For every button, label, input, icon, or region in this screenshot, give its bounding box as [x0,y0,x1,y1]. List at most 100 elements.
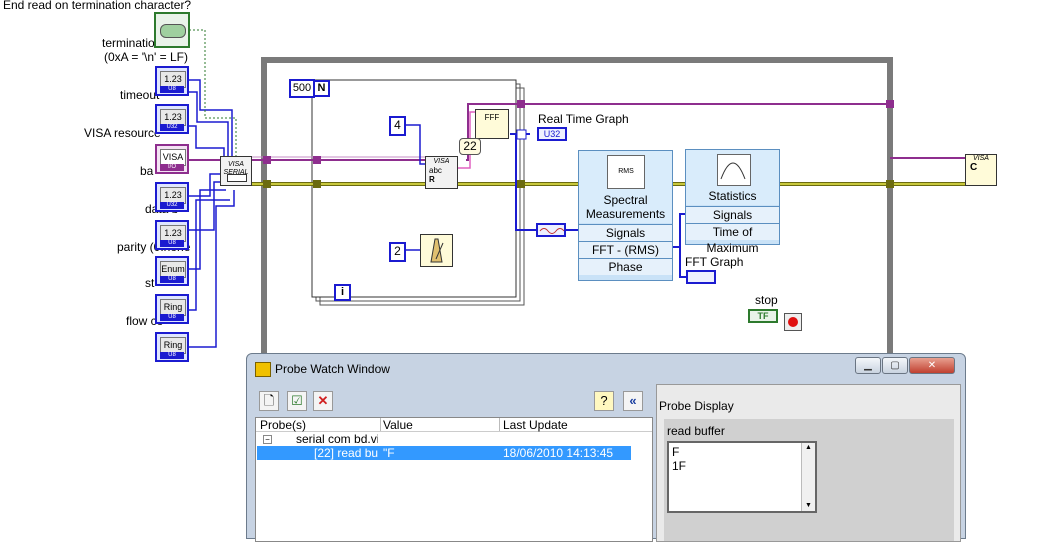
loop-count-constant[interactable]: 500 [289,79,315,98]
real-time-graph-indicator[interactable]: U32 [537,127,567,141]
baud-rate-control[interactable]: 1.23 U32 [155,182,189,212]
tree-collapse-icon[interactable]: − [263,435,272,444]
visa-close-node[interactable]: VISA C [965,154,997,186]
maximize-button[interactable]: ▢ [882,357,908,374]
stop-bits-control[interactable]: Ring U8 [155,294,189,324]
spectral-title: Spectral Measurements [585,193,666,221]
baud-label: ba [140,164,154,178]
loop-condition-terminal[interactable] [784,313,802,331]
loop-iteration-terminal: i [334,284,351,301]
column-value[interactable]: Value [383,418,413,432]
io-tag: I/O [160,164,184,171]
column-probes[interactable]: Probe(s) [260,418,307,432]
labview-icon [255,362,271,377]
visa-resource-control[interactable]: VISA I/O [155,144,189,174]
visa-close-text: VISA [973,155,989,162]
statistics-bell-curve-icon [717,154,751,186]
hex-string-to-number-node[interactable]: FFF [475,109,509,139]
probe-display-label: Probe Display [659,399,734,413]
loop-count-terminal: N [313,80,330,97]
spectrum-icon: RMS [607,155,645,189]
tunnel-visa-for-right [517,100,525,108]
visa-read-r-icon: R [429,175,435,184]
probe-last-update: 18/06/2010 14:13:45 [503,446,614,460]
control-wires [189,79,235,348]
u8-tag: U8 [160,240,184,247]
flow-control-control[interactable]: Ring U8 [155,332,189,362]
spectral-measurements-express-vi[interactable]: RMS Spectral Measurements Signals FFT - … [578,150,673,281]
wait-ms-constant[interactable]: 2 [389,242,406,262]
spectral-phase-terminal[interactable]: Phase [579,258,672,275]
timeout-label: timeout [120,88,160,102]
tree-parent-vi[interactable]: serial com bd.vi [296,432,378,446]
stop-boolean-terminal[interactable]: TF [748,309,778,323]
minimize-button[interactable]: ▁ [855,357,881,374]
u8-tag: U8 [160,314,184,321]
tunnel-error-right [886,180,894,188]
u8-tag: U8 [160,86,184,93]
visa-serial-text: VISA SERIAL [223,161,249,176]
timeout-ms-control[interactable]: 1.23 U32 [155,104,189,134]
bytes-to-read-constant[interactable]: 4 [389,116,406,136]
stop-label: stop [755,293,778,307]
column-last-update[interactable]: Last Update [503,418,568,432]
delete-probe-icon[interactable]: ✕ [313,391,333,411]
close-button[interactable]: ✕ [909,357,955,374]
u8-tag: U8 [160,276,184,283]
end-read-boolean-control[interactable] [154,12,190,48]
visa-resource-label: VISA resource [84,126,161,140]
selected-probe-row[interactable]: [22] read bu "F 18/06/2010 14:13:45 [257,446,631,460]
tunnel-visa-for [313,156,321,164]
wait-ms-node[interactable] [420,234,453,267]
probe-watch-window[interactable]: Probe Watch Window ▁ ▢ ✕ 🗋 ☑ ✕ ? « Probe… [246,353,966,542]
probe-list[interactable]: Probe(s) Value Last Update − serial com … [255,417,653,542]
read-buffer-line-2: 1F [672,459,687,473]
window-title: Probe Watch Window [275,362,390,376]
help-icon[interactable]: ? [594,391,614,411]
read-buffer-scrollbar[interactable]: ▲ ▼ [801,443,815,511]
statistics-signals-terminal[interactable]: Signals [686,206,779,223]
serial-port-icon [227,174,247,182]
fff-icon: FFF [484,113,500,122]
probe-name: [22] read bu [314,446,379,460]
visa-read-text: VISA [433,158,450,165]
visa-resource-wire [189,103,965,161]
tunnel-error-for [313,180,321,188]
statistics-time-of-maximum-terminal[interactable]: Time of Maximum [686,223,779,255]
probe-display-area: read buffer F 1F ▲ ▼ [664,419,954,541]
collapse-panel-icon[interactable]: « [623,391,643,411]
tunnel-array-indexing [516,129,527,140]
visa-read-node[interactable]: VISA abc R [425,156,458,189]
statistics-express-vi[interactable]: Statistics Signals Time of Maximum [685,149,780,255]
timeout-control[interactable]: 1.23 U8 [155,66,189,96]
u8-tag: U8 [160,352,184,359]
spectral-signals-terminal[interactable]: Signals [579,224,672,241]
tunnel-visa-right [886,100,894,108]
fft-graph-indicator[interactable] [686,270,716,284]
flow-control-label: flow co [126,314,164,328]
parity-control[interactable]: Enum U8 [155,256,189,286]
read-buffer-line-1: F [672,445,680,459]
add-probes-icon[interactable]: ☑ [287,391,307,411]
spectral-fft-terminal[interactable]: FFT - (RMS) [579,241,672,258]
probe-value: "F [383,446,395,460]
probe-22-badge[interactable]: 22 [459,138,481,155]
u32-tag: U32 [160,124,184,131]
stop-bits-label: st [145,276,155,290]
waveform-indicator[interactable] [536,223,566,237]
read-buffer-string-indicator[interactable]: F 1F ▲ ▼ [667,441,817,513]
u32-tag: U32 [160,202,184,209]
data-bits-control[interactable]: 1.23 U8 [155,220,189,250]
tunnel-error-left [263,180,271,188]
visa-resource-value: VISA [160,149,186,166]
close-c-icon: C [970,162,978,173]
real-time-graph-label: Real Time Graph [538,112,629,126]
visa-configure-serial-node[interactable]: VISA SERIAL [220,156,252,186]
fft-graph-label: FFT Graph [685,255,744,269]
probe-display-panel: Probe Display read buffer F 1F ▲ ▼ [656,384,961,542]
waveform-icon [539,228,565,234]
new-probe-icon[interactable]: 🗋 [259,391,279,411]
metronome-icon [430,238,444,263]
termination-note-label: (0xA = '\n' = LF) [104,50,188,64]
tunnel-visa-left [263,156,271,164]
